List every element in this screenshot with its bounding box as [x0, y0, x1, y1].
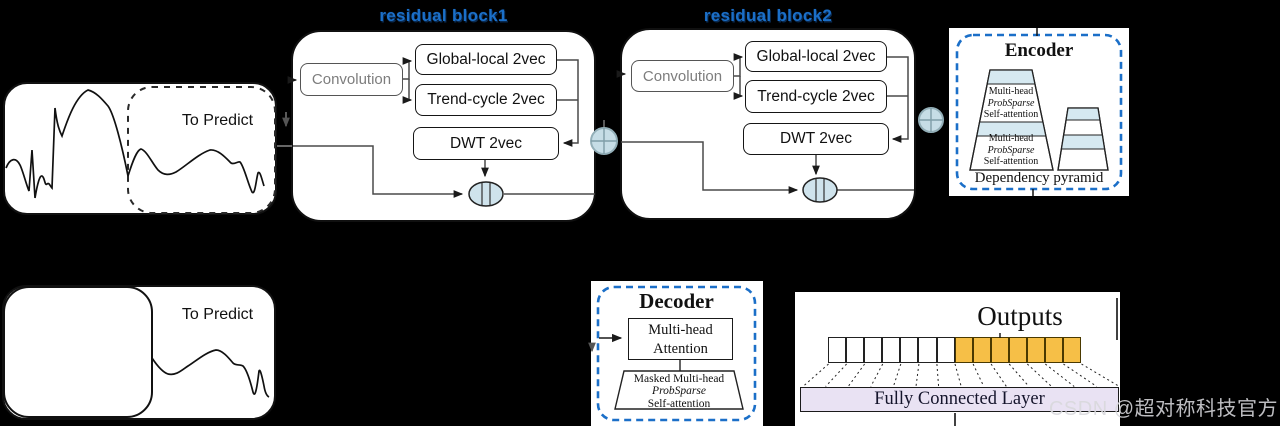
output-cell-known [828, 337, 847, 363]
trend-cycle-label-2: Trend-cycle 2vec [757, 87, 875, 105]
output-cell-predicted [1063, 337, 1082, 363]
output-cell-known [864, 337, 883, 363]
output-cell-row [828, 337, 1082, 363]
convolution-box-2: Convolution [631, 60, 734, 92]
to-predict-label-bottom: To Predict [181, 306, 254, 323]
convolution-label-1: Convolution [311, 71, 392, 88]
output-cell-predicted [990, 337, 1009, 363]
to-predict-label-top: To Predict [181, 112, 254, 129]
output-cell-predicted [954, 337, 973, 363]
add-operator-2 [918, 107, 944, 133]
output-cell-known [882, 337, 901, 363]
decoder-attention-label: Multi-head Attention [648, 322, 713, 357]
dwt-label-2: DWT 2vec [779, 130, 853, 147]
output-cell-known [846, 337, 865, 363]
global-local-label-1: Global-local 2vec [426, 50, 546, 68]
output-cell-known [900, 337, 919, 363]
fully-connected-layer: Fully Connected Layer [800, 387, 1119, 412]
encoder-attention-stack-top: Multi-head ProbSparse Self-attention [983, 86, 1039, 120]
trend-cycle-box-1: Trend-cycle 2vec [415, 84, 557, 116]
decoder-title: Decoder [639, 289, 714, 313]
encoder-attention-stack-bottom: Multi-head ProbSparse Self-attention [983, 133, 1039, 167]
dwt-box-1: DWT 2vec [413, 127, 559, 160]
input-series-box [3, 82, 277, 215]
global-local-box-1: Global-local 2vec [415, 44, 557, 75]
output-cell-known [936, 337, 955, 363]
output-cell-predicted [1008, 337, 1028, 363]
output-cell-known [918, 337, 937, 363]
output-cell-predicted [1045, 337, 1064, 363]
trend-cycle-box-2: Trend-cycle 2vec [745, 80, 887, 113]
output-cell-predicted [972, 337, 991, 363]
trend-cycle-label-1: Trend-cycle 2vec [427, 91, 545, 108]
output-cell-predicted [1027, 337, 1046, 363]
masked-input-known-region [3, 286, 153, 418]
outputs-title: Outputs [977, 301, 1063, 331]
decoder-masked-attention-label: Masked Multi-head ProbSparse Self-attent… [633, 373, 725, 410]
watermark: CSDN @超对称科技官方 [1048, 398, 1278, 420]
global-local-label-2: Global-local 2vec [756, 47, 876, 65]
dwt-box-2: DWT 2vec [743, 123, 889, 155]
residual-block-1-title: residual block1 [379, 6, 508, 25]
dwt-label-1: DWT 2vec [449, 134, 523, 152]
convolution-label-2: Convolution [642, 67, 723, 85]
convolution-box-1: Convolution [300, 63, 403, 96]
fully-connected-label: Fully Connected Layer [874, 389, 1045, 409]
residual-block-2-title: residual block2 [703, 6, 833, 25]
global-local-box-2: Global-local 2vec [745, 41, 887, 72]
encoder-caption: Dependency pyramid [974, 170, 1104, 186]
encoder-title: Encoder [1004, 40, 1074, 61]
